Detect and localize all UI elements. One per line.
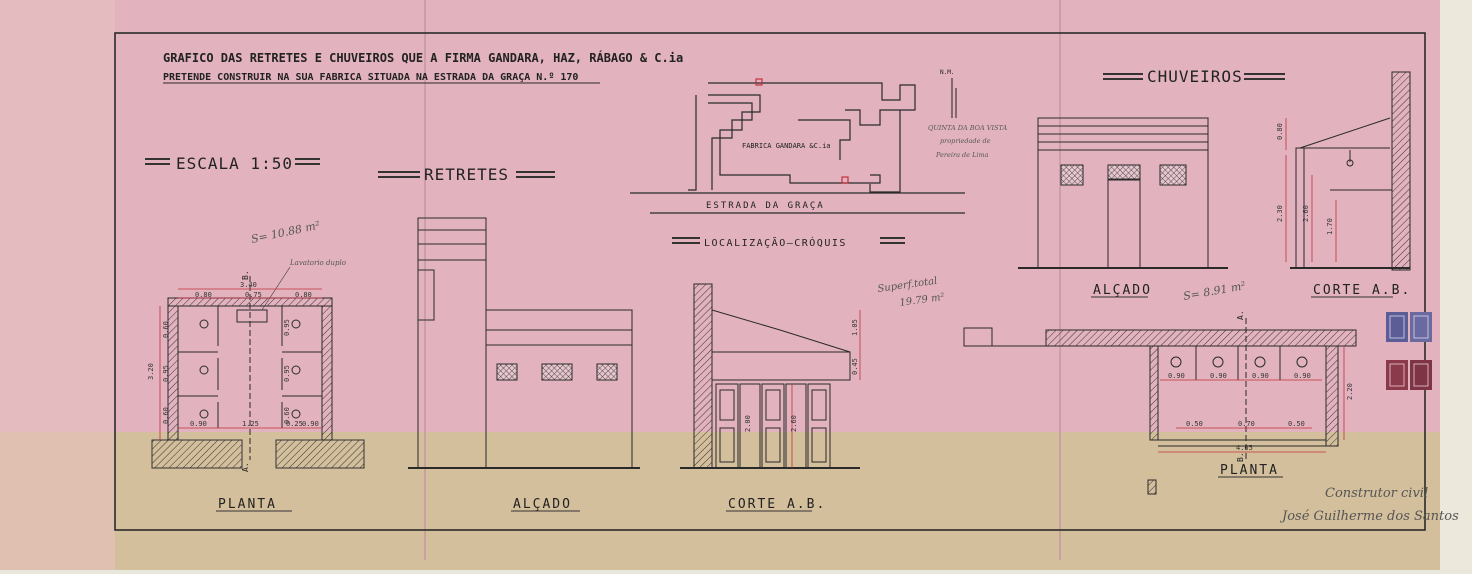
svg-text:0.80: 0.80 bbox=[195, 291, 212, 299]
chuveiros-planta-label: PLANTA bbox=[1220, 463, 1279, 478]
svg-text:0.60: 0.60 bbox=[162, 407, 170, 424]
location-label: LOCALIZAÇÃO–CRÓQUIS bbox=[704, 236, 847, 249]
svg-text:0.95: 0.95 bbox=[283, 365, 291, 382]
chuveiros-corte-dims: 0.80 2.30 2.60 1.70 bbox=[1276, 118, 1337, 262]
svg-text:0.60: 0.60 bbox=[162, 321, 170, 338]
svg-text:0.90: 0.90 bbox=[1294, 372, 1311, 380]
chuveiros-alcado-label: ALÇADO bbox=[1093, 283, 1152, 298]
chuveiros-corte-label: CORTE A.B. bbox=[1313, 283, 1411, 298]
lavatorio-label: Lavatorio duplo bbox=[289, 259, 346, 267]
chuveiros-plan bbox=[963, 318, 1357, 495]
svg-text:0.95: 0.95 bbox=[162, 365, 170, 382]
retretes-plan-dims: 3.40 0.80 0.75 0.80 3.20 0.60 0.95 0.60 … bbox=[147, 281, 322, 440]
title-line-1: GRAFICO DAS RETRETES E CHUVEIROS QUE A F… bbox=[163, 50, 683, 65]
svg-text:0.80: 0.80 bbox=[295, 291, 312, 299]
svg-text:0.95: 0.95 bbox=[283, 319, 291, 336]
svg-text:0.70: 0.70 bbox=[1238, 420, 1255, 428]
factory-label: FABRICA GANDARA &C.ia bbox=[742, 142, 831, 150]
svg-text:0.90: 0.90 bbox=[1210, 372, 1227, 380]
location-heading: LOCALIZAÇÃO–CRÓQUIS bbox=[672, 236, 905, 249]
signature-line-1: Construtor civil bbox=[1325, 486, 1428, 501]
chuveiros-section-a: A. bbox=[1236, 310, 1245, 320]
svg-text:0.90: 0.90 bbox=[1252, 372, 1269, 380]
north-arrow-icon bbox=[951, 78, 957, 118]
svg-text:1.25: 1.25 bbox=[242, 420, 259, 428]
section-mark-b: B. bbox=[241, 270, 250, 280]
section-mark-a: A. bbox=[241, 462, 250, 472]
chuveiros-section bbox=[1290, 71, 1411, 271]
svg-text:4.05: 4.05 bbox=[1236, 444, 1253, 452]
svg-text:2.60: 2.60 bbox=[1302, 205, 1310, 222]
neighbor-line-3: Pereira de Lima bbox=[935, 151, 989, 159]
corte-label: CORTE A.B. bbox=[728, 497, 826, 512]
road-label: ESTRADA DA GRAÇA bbox=[706, 201, 825, 211]
svg-text:0.80: 0.80 bbox=[1276, 123, 1284, 140]
svg-text:2.30: 2.30 bbox=[1276, 205, 1284, 222]
corte-dims: 1.05 0.45 2.00 2.60 bbox=[744, 310, 861, 468]
retretes-label: RETRETES bbox=[424, 165, 509, 184]
svg-text:0.90: 0.90 bbox=[190, 420, 207, 428]
alcado-label: ALÇADO bbox=[513, 497, 572, 512]
drawing-frame bbox=[114, 32, 1426, 531]
retretes-section bbox=[680, 283, 860, 469]
paper-tan-area bbox=[0, 432, 1472, 570]
svg-text:0.90: 0.90 bbox=[1168, 372, 1185, 380]
svg-text:3.40: 3.40 bbox=[240, 281, 257, 289]
chuveiros-section-b: B. bbox=[1236, 452, 1245, 462]
scale-label: ESCALA 1:50 bbox=[176, 154, 293, 173]
fiscal-stamps bbox=[1386, 312, 1432, 390]
svg-text:0.60: 0.60 bbox=[283, 407, 291, 424]
svg-text:0.75: 0.75 bbox=[245, 291, 262, 299]
svg-text:2.60: 2.60 bbox=[790, 415, 798, 432]
svg-text:2.00: 2.00 bbox=[744, 415, 752, 432]
svg-text:1.70: 1.70 bbox=[1326, 218, 1334, 235]
chuveiros-plan-dims: 0.90 0.90 0.90 0.90 0.50 0.70 0.50 4.05 … bbox=[1158, 346, 1354, 453]
svg-text:0.50: 0.50 bbox=[1288, 420, 1305, 428]
chuveiros-label: CHUVEIROS bbox=[1147, 67, 1243, 86]
neighbor-line-2: propriedade de bbox=[940, 137, 991, 145]
retretes-elevation bbox=[408, 217, 640, 469]
neighbor-line-1: QUINTA DA BOA VISTA bbox=[928, 124, 1007, 132]
retretes-heading: RETRETES bbox=[378, 165, 555, 184]
chuveiros-elevation bbox=[1018, 117, 1228, 269]
signature-line-2: José Guilherme dos Santos bbox=[1279, 509, 1459, 524]
svg-text:0.45: 0.45 bbox=[851, 358, 859, 375]
svg-text:0.90: 0.90 bbox=[302, 420, 319, 428]
location-sketch bbox=[630, 78, 965, 214]
svg-text:1.05: 1.05 bbox=[851, 319, 859, 336]
title-line-2: PRETENDE CONSTRUIR NA SUA FABRICA SITUAD… bbox=[163, 72, 578, 83]
svg-text:0.50: 0.50 bbox=[1186, 420, 1203, 428]
chuveiros-heading: CHUVEIROS bbox=[1103, 67, 1285, 86]
paper-pink-area bbox=[0, 0, 1472, 432]
svg-text:2.20: 2.20 bbox=[1346, 383, 1354, 400]
svg-text:0.25: 0.25 bbox=[286, 420, 303, 428]
svg-text:3.20: 3.20 bbox=[147, 363, 155, 380]
north-label: N.M. bbox=[940, 69, 954, 76]
scale-heading: ESCALA 1:50 bbox=[145, 154, 320, 173]
planta-label: PLANTA bbox=[218, 497, 277, 512]
